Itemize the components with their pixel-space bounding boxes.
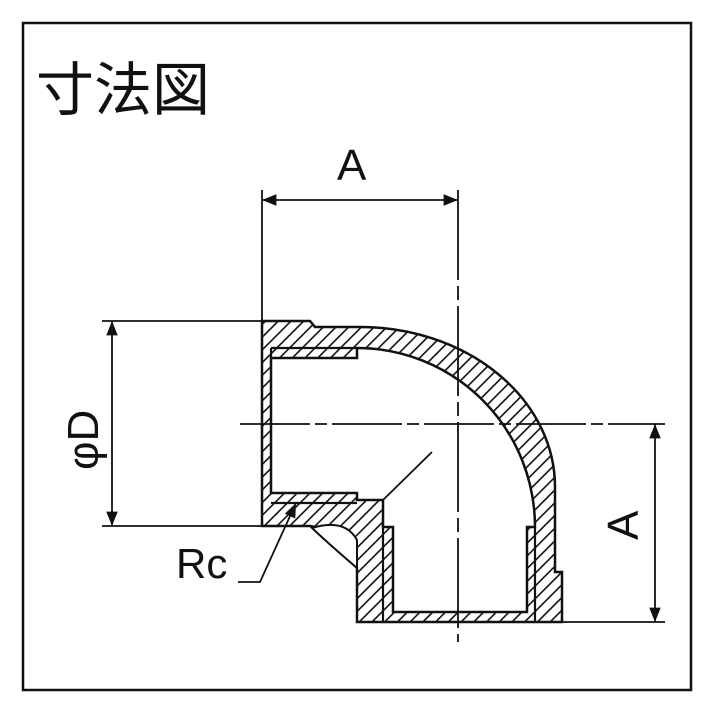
thread-lines — [269, 346, 537, 622]
diameter-label: φD — [59, 410, 108, 470]
thread-label: Rc — [176, 540, 227, 587]
centerlines — [240, 190, 665, 642]
extension-lines — [102, 190, 665, 623]
section-leader-line — [382, 451, 433, 501]
thread-leader-line — [238, 502, 297, 583]
fillet-shape — [310, 524, 358, 571]
frame-border — [21, 21, 693, 692]
right-dimension-label: A — [599, 510, 648, 540]
top-dimension-label: A — [337, 141, 367, 190]
drawing-title: 寸法図 — [36, 56, 210, 124]
